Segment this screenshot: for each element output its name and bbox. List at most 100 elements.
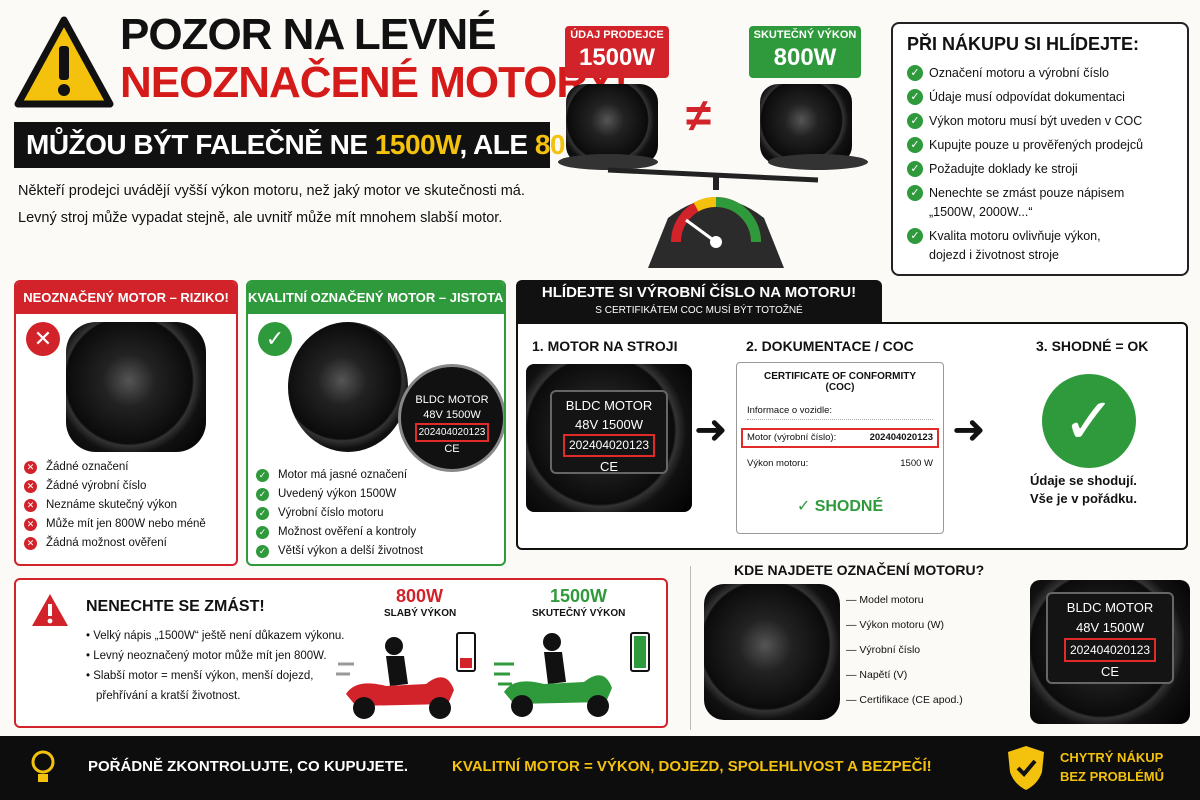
claimed-label: ÚDAJ PRODEJCE (570, 29, 664, 41)
list-item: ✓Označení motoru a výrobní číslo (907, 61, 1173, 85)
check-icon: ✓ (907, 89, 923, 105)
label-model: — Model motoru (846, 594, 924, 606)
fake-power-banner: MŮŽOU BÝT FALEČNĚ NE 1500W, ALE 800W (14, 122, 606, 168)
list-item: ✓Údaje musí odpovídat dokumentaci (907, 85, 1173, 109)
check-icon: ✓ (907, 113, 923, 129)
cross-icon: ✕ (24, 518, 37, 531)
plate-model: BLDC MOTOR (565, 398, 653, 413)
checklist-title: PŘI NÁKUPU SI HLÍDEJTE: (907, 34, 1140, 54)
motor-plate: BLDC MOTOR 48V 1500W 202404020123 CE (550, 390, 668, 474)
cross-icon: ✕ (24, 480, 37, 493)
real-label: SKUTEČNÝ VÝKON (753, 29, 857, 41)
warning-panel: NENECHTE SE ZMÁST! • Velký nápis „1500W“… (14, 578, 668, 728)
step2-label: 2. DOKUMENTACE / COC (746, 338, 914, 354)
plate-serial: 202404020123 (562, 434, 656, 457)
check-icon: ✓ (907, 161, 923, 177)
check-icon: ✓ (256, 488, 269, 501)
list-item: ✓Kupujte pouze u prověřených prodejců (907, 133, 1173, 157)
check-circle-icon: ✓ (258, 322, 292, 356)
green-scooter-image (494, 628, 624, 724)
check-icon: ✓ (256, 507, 269, 520)
check-icon: ✓ (907, 185, 923, 201)
coc-match: ✓ SHODNÉ (796, 498, 884, 515)
intro-line1: Někteří prodejci uvádějí vyšší výkon mot… (18, 183, 525, 199)
serial-check-title: HLÍDEJTE SI VÝROBNÍ ČÍSLO NA MOTORU! (541, 284, 857, 301)
footer-middle-text: KVALITNÍ MOTOR = VÝKON, DOJEZD, SPOLEHLI… (452, 758, 932, 775)
list-item: ✓Motor má jasné označení (256, 466, 423, 485)
risk-list: ✕Žádné označení ✕Žádné výrobní číslo ✕Ne… (24, 458, 206, 553)
coc-row-info: Informace o vozidle: (747, 403, 933, 420)
weak-power-label: SLABÝ VÝKON (384, 608, 457, 619)
check-icon: ✓ (796, 498, 815, 515)
page-title-line1: POZOR NA LEVNÉ (120, 10, 497, 59)
unmarked-motor-image (66, 322, 206, 452)
coc-row-power: Výkon motoru:1500 W (747, 458, 933, 469)
weak-power-value: 800W (396, 586, 444, 606)
risk-title: NEOZNAČENÝ MOTOR – RIZIKO! (16, 282, 236, 314)
checklist-list: ✓Označení motoru a výrobní číslo ✓Údaje … (907, 61, 1173, 265)
plate-serial: 202404020123 (1063, 638, 1157, 662)
scale-image (556, 150, 876, 270)
ce-mark: CE (444, 443, 460, 455)
motor-side-image (704, 584, 840, 720)
footer: POŘÁDNĚ ZKONTROLUJTE, CO KUPUJETE. KVALI… (0, 736, 1200, 800)
list-item: ✓Uvedený výkon 1500W (256, 485, 423, 504)
red-scooter-image (336, 628, 466, 724)
step1-label: 1. MOTOR NA STROJI (532, 338, 678, 354)
where-title: KDE NAJDETE OZNAČENÍ MOTORU? (734, 562, 985, 578)
list-item: ✓Požadujte doklady ke stroji (907, 157, 1173, 181)
banner-fake-value: 1500W (374, 129, 460, 160)
coc-row-serial: Motor (výrobní číslo):202404020123 (741, 428, 939, 448)
strong-power-value: 1500W (550, 586, 608, 606)
banner-prefix: MŮŽOU BÝT FALEČNĚ NE (26, 129, 375, 160)
list-item: • Slabší motor = menší výkon, menší doje… (86, 670, 314, 682)
ok-line1: Údaje se shodují. (1030, 473, 1137, 488)
check-icon: ✓ (907, 137, 923, 153)
badge-line2: BEZ PROBLÉMŮ (1060, 769, 1164, 784)
quality-title: KVALITNÍ OZNAČENÝ MOTOR – JISTOTA! (248, 282, 504, 314)
plate-model: BLDC MOTOR (1066, 600, 1154, 615)
cross-icon: ✕ (24, 537, 37, 550)
strong-battery-icon (630, 632, 650, 672)
where-plate: BLDC MOTOR 48V 1500W 202404020123 CE (1046, 592, 1174, 684)
list-item: ✕Neznáme skutečný výkon (24, 496, 206, 515)
list-item: • Velký nápis „1500W“ ještě není důkazem… (86, 630, 345, 642)
intro-text: Někteří prodejci uvádějí vyšší výkon mot… (18, 178, 558, 232)
strong-power-label: SKUTEČNÝ VÝKON (532, 608, 626, 619)
ce-mark: CE (1100, 664, 1120, 679)
claimed-motor-image (566, 84, 658, 164)
real-power-card: SKUTEČNÝ VÝKON 800W (749, 26, 861, 78)
where-divider (690, 566, 691, 730)
check-icon: ✓ (256, 526, 269, 539)
list-item: ✕Žádné výrobní číslo (24, 477, 206, 496)
plate-serial: 202404020123 (414, 423, 490, 442)
cross-icon: ✕ (24, 499, 37, 512)
cross-icon: ✕ (26, 322, 60, 356)
warning-title: NENECHTE SE ZMÁST! (86, 598, 265, 615)
lightbulb-icon (28, 744, 58, 788)
quality-panel: KVALITNÍ OZNAČENÝ MOTOR – JISTOTA! ✓ BLD… (246, 280, 506, 566)
plate-spec: 48V 1500W (1076, 620, 1144, 635)
real-value: 800W (773, 44, 837, 71)
purchase-checklist: PŘI NÁKUPU SI HLÍDEJTE: ✓Označení motoru… (891, 22, 1189, 276)
banner-mid: , ALE (459, 129, 535, 160)
warning-icon (30, 592, 70, 628)
list-item: ✓Nenechte se zmást pouze nápisem„1500W, … (907, 181, 1173, 222)
quality-list: ✓Motor má jasné označení ✓Uvedený výkon … (256, 466, 423, 561)
risk-panel: NEOZNAČENÝ MOTOR – RIZIKO! ✕ ✕Žádné ozna… (14, 280, 238, 566)
ok-text: Údaje se shodují. Vše je v pořádku. (1030, 472, 1137, 508)
check-icon: ✓ (256, 469, 269, 482)
check-icon: ✓ (256, 545, 269, 558)
list-item: ✕Žádné označení (24, 458, 206, 477)
label-serial: — Výrobní číslo (846, 644, 921, 656)
arrow-right-icon: ➜ (694, 408, 728, 452)
ok-line2: Vše je v pořádku. (1030, 491, 1137, 506)
check-icon: ✓ (907, 228, 923, 244)
check-icon: ✓ (907, 65, 923, 81)
serial-check-header: HLÍDEJTE SI VÝROBNÍ ČÍSLO NA MOTORU! S C… (516, 280, 882, 322)
list-item: • Levný neoznačený motor může mít jen 80… (86, 650, 327, 662)
label-certification: — Certifikace (CE apod.) (846, 694, 963, 706)
list-item: ✓Výrobní číslo motoru (256, 504, 423, 523)
not-equal-sign: ≠ (686, 89, 712, 141)
ce-mark: CE (599, 459, 619, 474)
